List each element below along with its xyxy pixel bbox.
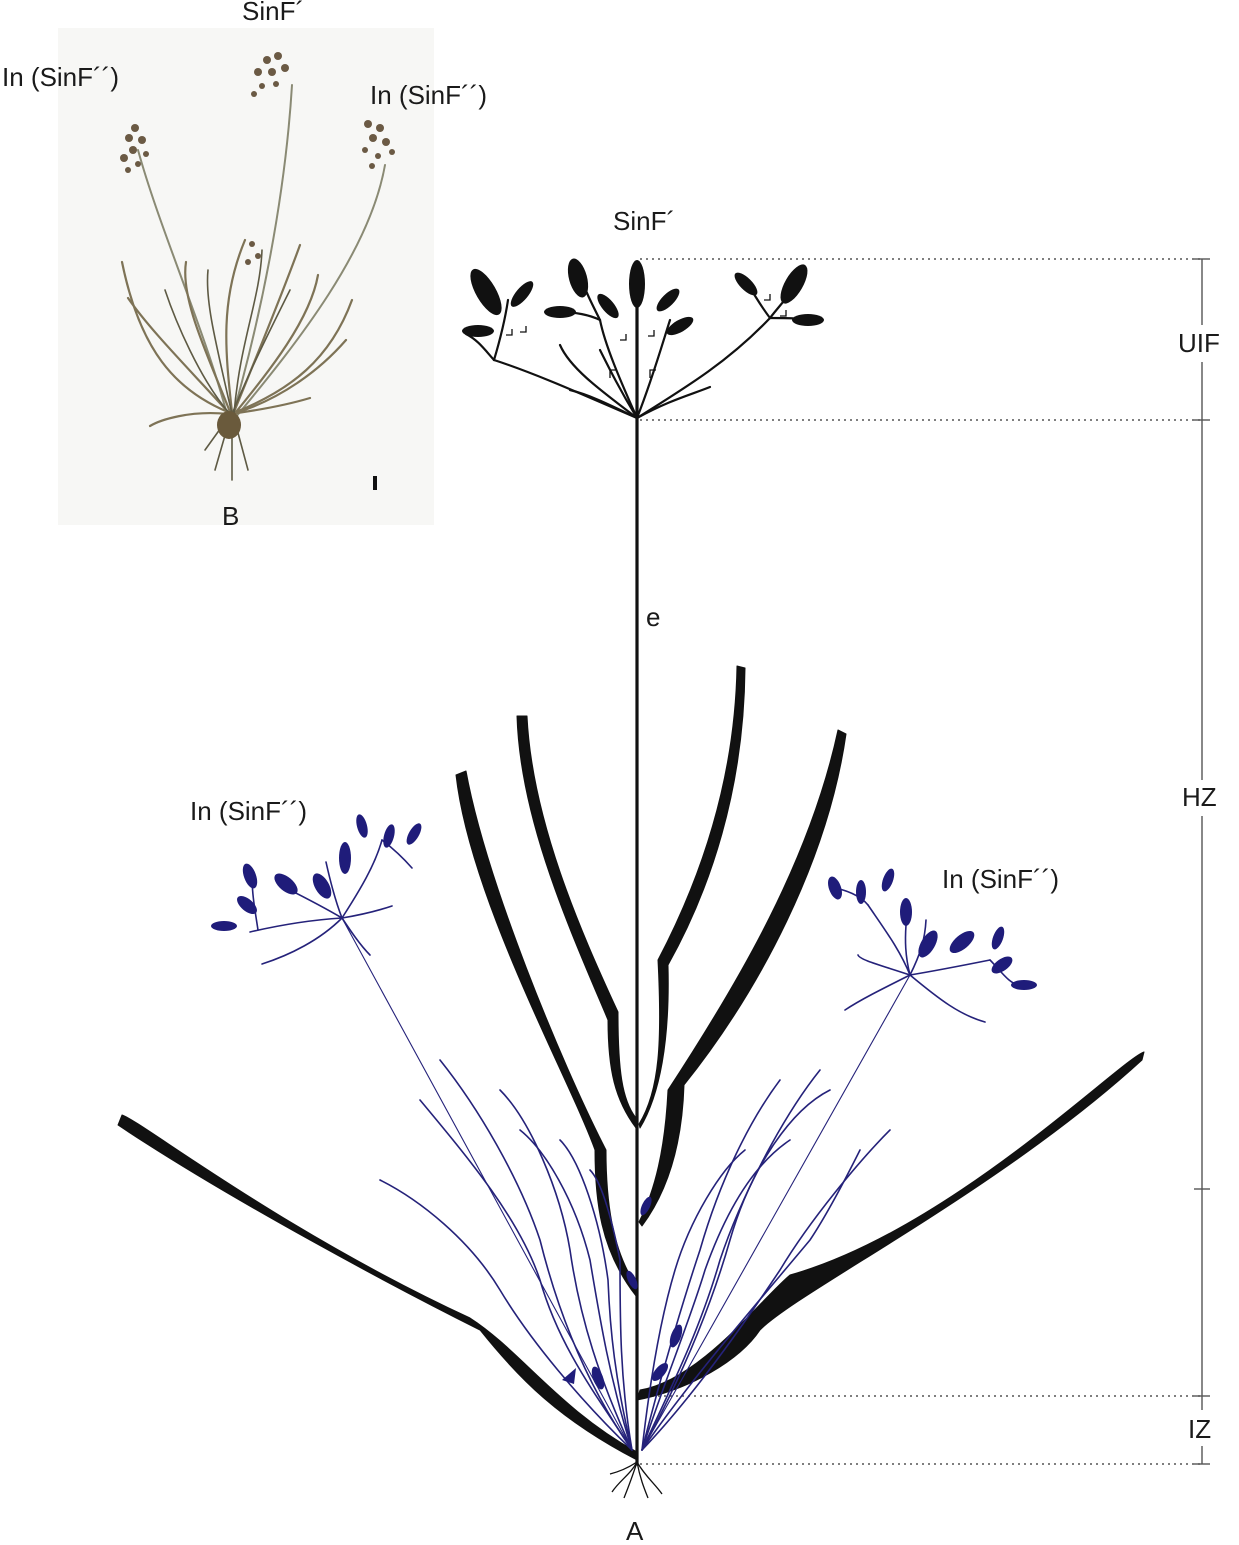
leaf-left-inner xyxy=(517,716,636,1128)
zone-label-hz: HZ xyxy=(1182,782,1217,812)
basal-leaves xyxy=(118,666,1144,1460)
diagram-panel-label: A xyxy=(626,1516,644,1545)
zone-label-iz: IZ xyxy=(1188,1414,1211,1444)
leaf-right-outer xyxy=(637,1052,1144,1400)
internode-label: e xyxy=(646,602,660,632)
zone-label-uif: UIF xyxy=(1178,328,1220,358)
terminal-inflorescence xyxy=(462,256,824,418)
left-inflorescence-label: In (SinF´´) xyxy=(190,796,307,826)
photo-panel-label: B xyxy=(222,501,239,531)
photo-label-right: In (SinF´´) xyxy=(370,80,487,110)
terminal-inflorescence-label: SinF´ xyxy=(613,206,675,236)
leaf-left-outer xyxy=(118,1115,637,1460)
right-inflorescence-label: In (SinF´´) xyxy=(942,864,1059,894)
photo-label-left: In (SinF´´) xyxy=(2,62,119,92)
zone-scale xyxy=(1194,259,1210,1464)
photo-label-top: SinF´ xyxy=(242,0,304,26)
roots xyxy=(610,1462,662,1498)
